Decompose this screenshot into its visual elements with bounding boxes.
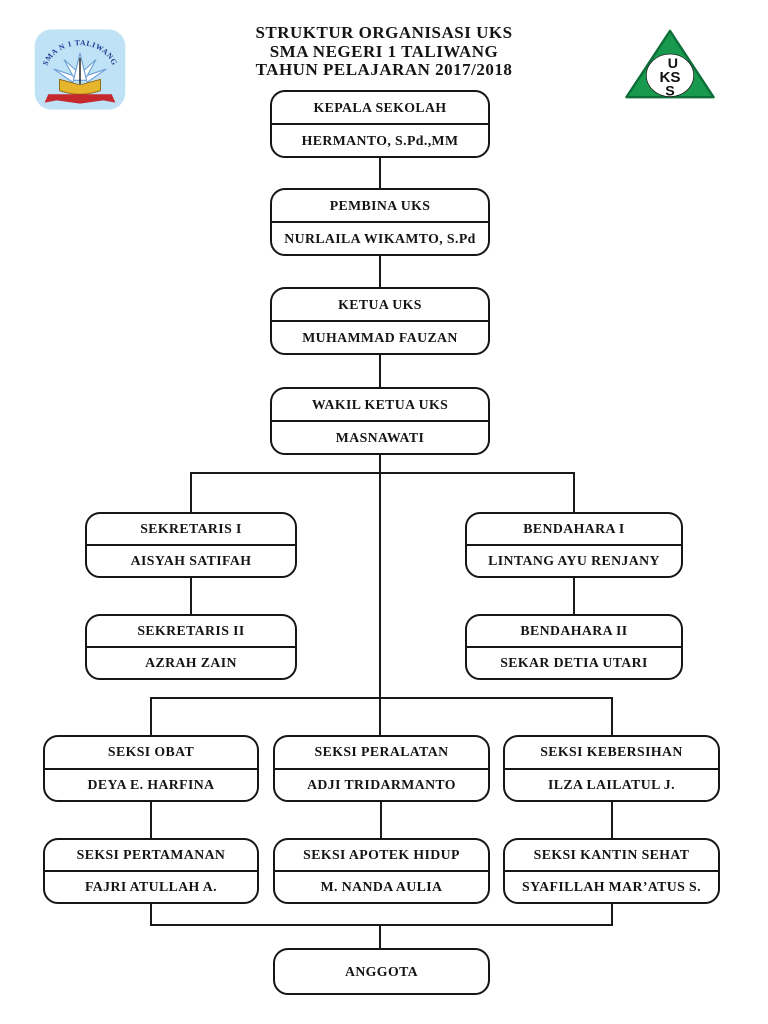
role-label: KETUA UKS (338, 296, 422, 312)
person-name: NURLAILA WIKAMTO, S.Pd (272, 221, 488, 254)
person-name: DEYA E. HARFINA (45, 767, 257, 801)
school-logo-book-icon (59, 78, 101, 95)
connector-to-seksi-kebersihan (611, 698, 613, 735)
connector-sekretaris1-2 (190, 578, 192, 614)
page-title-line3: TAHUN PELAJARAN 2017/2018 (255, 60, 513, 79)
person-name: AISYAH SATIFAH (87, 544, 295, 576)
connector-pertamanan-collector (150, 904, 152, 925)
org-node-bendahara-2: BENDAHARA II SEKAR DETIA UTARI (465, 614, 683, 680)
person-name: ILZA LAILATUL J. (505, 767, 718, 801)
role-label: SEKSI OBAT (107, 744, 195, 760)
connector-to-seksi-obat (150, 698, 152, 735)
role-label: ANGGOTA (344, 963, 419, 979)
connector-to-sekretaris1 (190, 473, 192, 512)
role-label: KEPALA SEKOLAH (313, 99, 447, 115)
role-label: WAKIL KETUA UKS (311, 396, 449, 412)
connector-to-bendahara1 (573, 473, 575, 512)
connector-collector-anggota (150, 924, 613, 926)
org-node-seksi-kantin-sehat: SEKSI KANTIN SEHAT SYAFILLAH MAR’ATUS S. (503, 838, 720, 904)
connector-branch-seksi (150, 697, 613, 699)
org-node-seksi-pertamanan: SEKSI PERTAMANAN FAJRI ATULLAH A. (43, 838, 259, 904)
role-label: BENDAHARA I (523, 521, 625, 536)
person-name: HERMANTO, S.Pd.,MM (272, 123, 488, 156)
connector-pembina-ketua (379, 256, 381, 287)
uks-logo: U KS S (622, 28, 718, 100)
person-name: SEKAR DETIA UTARI (467, 646, 681, 678)
connector-to-anggota (379, 925, 381, 948)
uks-logo-image: U KS S (625, 29, 715, 99)
page-title-line2: SMA NEGERI 1 TALIWANG (269, 41, 499, 61)
org-node-sekretaris-2: SEKRETARIS II AZRAH ZAIN (85, 614, 297, 680)
connector-kebersihan-kantin (611, 802, 613, 838)
page-title-line1: STRUKTUR ORGANISASI UKS (255, 23, 513, 42)
person-name: FAJRI ATULLAH A. (45, 870, 257, 902)
org-node-ketua-uks: KETUA UKS MUHAMMAD FAUZAN (270, 287, 490, 355)
person-name: MUHAMMAD FAUZAN (272, 320, 488, 353)
org-node-pembina-uks: PEMBINA UKS NURLAILA WIKAMTO, S.Pd (270, 188, 490, 256)
org-node-seksi-peralatan: SEKSI PERALATAN ADJI TRIDARMANTO (273, 735, 490, 802)
page-title: STRUKTUR ORGANISASI UKS SMA NEGERI 1 TAL… (134, 23, 634, 80)
org-node-seksi-kebersihan: SEKSI KEBERSIHAN ILZA LAILATUL J. (503, 735, 720, 802)
uks-logo-letter-s: S (665, 83, 674, 99)
uks-logo-letter-u: U (668, 56, 678, 72)
org-node-kepala-sekolah: KEPALA SEKOLAH HERMANTO, S.Pd.,MM (270, 90, 490, 158)
person-name: AZRAH ZAIN (87, 646, 295, 678)
org-node-anggota: ANGGOTA (273, 948, 490, 995)
connector-branch-tier2 (190, 472, 575, 474)
connector-bendahara1-2 (573, 578, 575, 614)
connector-peralatan-apotek (380, 802, 382, 838)
person-name: M. NANDA AULIA (275, 870, 488, 902)
role-label: SEKSI PERTAMANAN (76, 847, 226, 862)
org-node-seksi-apotek-hidup: SEKSI APOTEK HIDUP M. NANDA AULIA (273, 838, 490, 904)
connector-kantin-collector (611, 904, 613, 925)
role-label: SEKRETARIS II (137, 623, 245, 638)
person-name: SYAFILLAH MAR’ATUS S. (505, 870, 718, 902)
org-node-sekretaris-1: SEKRETARIS I AISYAH SATIFAH (85, 512, 297, 578)
role-label: SEKSI KEBERSIHAN (540, 744, 683, 760)
connector-kepala-pembina (379, 158, 381, 188)
person-name: ADJI TRIDARMANTO (275, 767, 488, 801)
person-name: MASNAWATI (272, 420, 488, 453)
org-node-wakil-ketua-uks: WAKIL KETUA UKS MASNAWATI (270, 387, 490, 455)
role-label: PEMBINA UKS (329, 197, 431, 213)
role-label: SEKSI APOTEK HIDUP (303, 847, 460, 862)
org-node-bendahara-1: BENDAHARA I LINTANG AYU RENJANY (465, 512, 683, 578)
org-node-seksi-obat: SEKSI OBAT DEYA E. HARFINA (43, 735, 259, 802)
school-logo-image: SMA N 1 TALIWANG (34, 29, 126, 110)
role-label: SEKSI KANTIN SEHAT (533, 847, 690, 862)
connector-center-spine (379, 455, 381, 735)
uks-logo-letter-ks: KS (659, 69, 680, 86)
person-name: LINTANG AYU RENJANY (467, 544, 681, 576)
role-label: BENDAHARA II (520, 623, 628, 638)
connector-ketua-wakil (379, 355, 381, 387)
connector-obat-pertamanan (150, 802, 152, 838)
school-logo-ribbon-icon (44, 94, 116, 104)
role-label: SEKRETARIS I (140, 521, 242, 536)
role-label: SEKSI PERALATAN (314, 744, 449, 760)
school-logo: SMA N 1 TALIWANG (32, 28, 128, 112)
uks-logo-circle (645, 53, 695, 98)
